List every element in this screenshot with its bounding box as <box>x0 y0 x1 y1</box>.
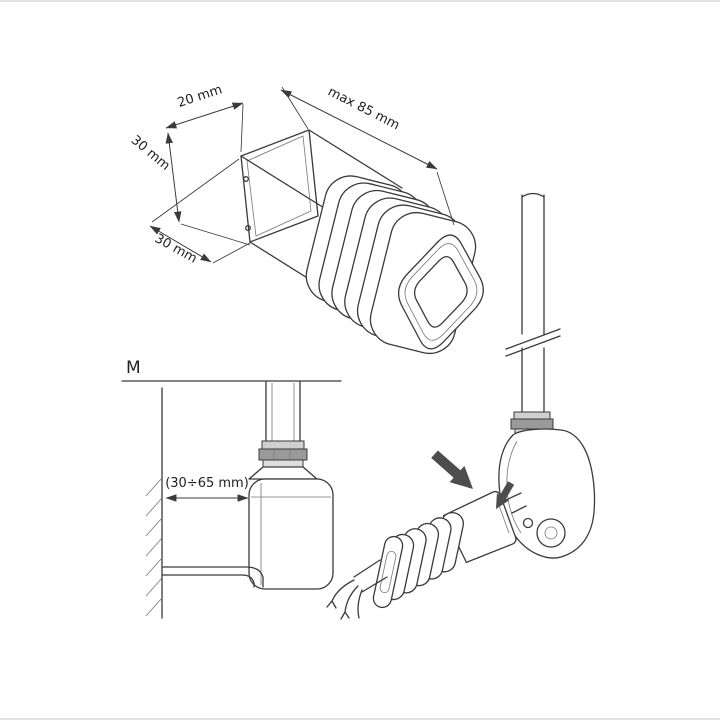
wire-strand-end <box>326 600 337 609</box>
cable-line <box>511 505 527 514</box>
dim-label-max-length: max 85 mm <box>325 84 402 133</box>
element-head-side <box>248 478 334 590</box>
page-bottom-border <box>0 718 720 720</box>
sleeve-mouth-rim <box>372 535 404 609</box>
cable-line <box>505 492 522 501</box>
cable-line <box>161 574 255 588</box>
assembly-view <box>326 192 596 620</box>
extension-line <box>281 86 309 130</box>
dim-line-side-height <box>165 132 182 223</box>
wire-strand <box>344 585 359 613</box>
wall-hatch-line <box>145 477 163 497</box>
pipe-break-line <box>505 335 561 357</box>
nut-ring <box>262 459 304 468</box>
extension-line <box>240 103 244 153</box>
nut-band <box>510 418 554 430</box>
cover-rivet-hole <box>243 176 249 182</box>
element-screw-detail <box>522 517 534 529</box>
insert-arrow-large-icon <box>431 450 473 489</box>
extension-line <box>212 242 251 264</box>
pipe-break-line <box>505 328 561 350</box>
dim-label-wall-clearance: (30÷65 mm) <box>165 476 249 491</box>
element-shoulder <box>248 466 318 480</box>
wire-strand-end <box>340 611 350 620</box>
nut-band <box>258 448 308 461</box>
dim-label-bottom-depth: 30 mm <box>152 231 200 266</box>
dim-line-bottom-depth <box>149 225 212 263</box>
wall-hatch-line <box>145 517 163 537</box>
cable-line <box>361 576 388 593</box>
sleeve-tube <box>442 490 517 564</box>
cable-entry-boss-inner <box>544 526 558 540</box>
wire-strand <box>357 589 363 619</box>
dim-label-top-width: 20 mm <box>176 82 224 110</box>
extension-line <box>180 223 251 246</box>
pipe-top-cap <box>521 192 545 198</box>
wall-hatch-line <box>145 537 163 557</box>
cover-mouth-mid-line <box>404 243 478 341</box>
isometric-cover-view: 20 mm 30 mm 30 mm max 85 mm <box>128 82 484 355</box>
cable-entry-boss <box>536 518 566 548</box>
cover-mouth-opening <box>413 255 468 328</box>
wall-hatch-line <box>145 577 163 597</box>
wall-hatch-line <box>145 557 163 577</box>
wire-strand <box>331 579 355 602</box>
insert-arrow-small-icon <box>496 481 515 509</box>
cover-rivet-hole <box>245 225 251 231</box>
cable-line <box>353 559 381 578</box>
nut-ring <box>513 411 551 420</box>
extension-line <box>436 171 455 226</box>
page-top-border <box>0 0 720 2</box>
detail-marker-label: M <box>126 358 141 378</box>
cable-line <box>161 566 264 588</box>
wall-mount-detail-view: M <box>121 358 342 619</box>
dim-line-top-width <box>165 102 244 129</box>
sleeve-mouth-opening <box>379 550 397 594</box>
nut-ring <box>261 440 305 450</box>
wall-hatch-line <box>145 597 163 617</box>
element-head <box>498 428 596 559</box>
wall-hatch-line <box>145 497 163 517</box>
dim-line-max-length <box>280 89 438 170</box>
dim-label-side-height: 30 mm <box>128 133 173 174</box>
